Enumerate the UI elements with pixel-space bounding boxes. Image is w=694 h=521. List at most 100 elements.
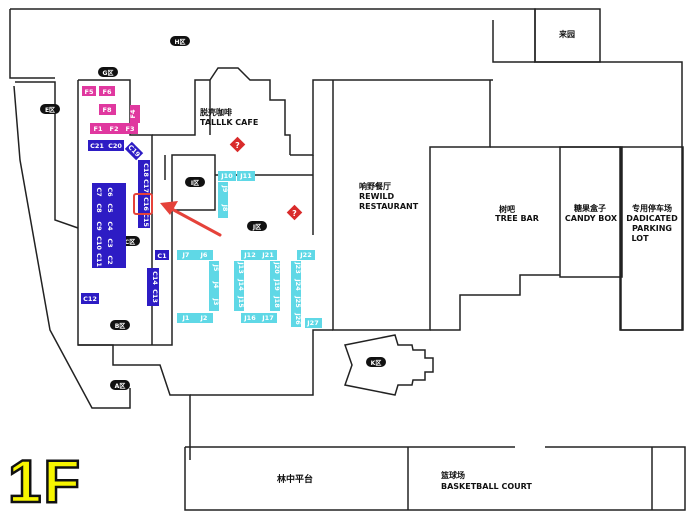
booths-f: F5 F6 F8 F4 F1 F2 F3 [82,86,140,134]
booth-j26-label[interactable]: J26 [294,312,302,325]
booth-j15-label[interactable]: J15 [237,295,245,308]
booth-j27-label: J27 [306,319,318,327]
booth-c12[interactable] [81,293,99,304]
booth-f4[interactable] [130,105,140,123]
booth-c4-label[interactable]: C4 [106,221,114,231]
booth-j7[interactable] [177,250,195,260]
restaurant-name-cn: 响野餐厅 [359,181,391,191]
zone-a-marker[interactable]: A区 [110,380,130,390]
booth-j3-label[interactable]: J3 [212,298,220,306]
booth-c3-label[interactable]: C3 [106,238,114,247]
zone-b-marker[interactable]: B区 [110,320,130,330]
booth-f1-label: F1 [94,125,103,133]
zone-e-label: E区 [45,106,55,114]
booth-f6-label: F6 [103,88,112,96]
booth-j27[interactable] [305,318,322,328]
zone-e-marker[interactable]: E区 [40,104,60,114]
booth-j5-label[interactable]: J5 [212,264,220,272]
booth-j22[interactable] [297,250,315,260]
booth-j17[interactable] [259,313,277,323]
zone-markers: H区 G区 E区 I区 C区 J区 B区 A区 [40,36,386,390]
booth-j16[interactable] [241,313,259,323]
zone-g-marker[interactable]: G区 [98,67,118,77]
booth-f3-label: F3 [126,125,135,133]
booth-c5-label[interactable]: C5 [106,203,114,213]
zone-h-marker[interactable]: H区 [170,36,190,46]
booth-j24-label[interactable]: J24 [294,278,302,291]
parking-name-en-2: PARKING [632,224,672,233]
booth-j8-label[interactable]: J8 [221,204,229,212]
zone-h-label: H区 [174,38,185,46]
booth-c14-label[interactable]: C14 [151,271,159,285]
info-markers: ? ? [229,136,303,221]
booth-f5[interactable] [82,86,96,96]
floor-indicator: 1F [7,448,83,515]
booth-f3[interactable] [122,123,138,134]
booth-f1[interactable] [90,123,106,134]
booth-c12-label: C12 [83,295,97,303]
booth-c16-highlight [133,193,153,215]
booth-c9-label[interactable]: C9 [95,221,103,231]
restaurant-name-en-1: REWILD [359,192,395,201]
booth-c13-label[interactable]: C13 [151,289,159,303]
booth-c8-label[interactable]: C8 [95,203,103,213]
booth-j12[interactable] [241,250,259,260]
booth-j9-label[interactable]: J9 [221,185,229,193]
booth-j18-label[interactable]: J18 [273,295,281,308]
booth-c21-label: C21 [90,142,104,150]
booth-j21[interactable] [259,250,277,260]
booth-f8[interactable] [99,104,116,115]
zone-i-label: I区 [191,179,199,187]
zone-k-label: K区 [371,359,382,367]
booth-c16-label[interactable]: C16 [142,197,150,211]
booth-c10-label[interactable]: C10 [95,236,103,250]
booth-c6-label[interactable]: C6 [106,187,114,197]
question-mark-icon: ? [292,209,297,218]
booth-j10[interactable] [218,171,236,181]
parking-name-en-1: DADICATED [626,214,678,223]
booth-c17-label[interactable]: C17 [142,179,150,193]
booth-j23-label[interactable]: J23 [294,261,302,273]
booth-j6-label: J6 [200,251,208,259]
booth-c19-label: C19 [126,143,142,159]
booth-c1[interactable] [155,250,169,260]
booth-j1-label: J1 [182,314,190,322]
booth-c19[interactable] [124,141,144,161]
booth-j6[interactable] [195,250,213,260]
booth-c15-label[interactable]: C15 [142,213,150,227]
restaurant-name-en-2: RESTAURANT [359,202,419,211]
booth-j10-label: J10 [220,172,233,180]
question-marker-1[interactable]: ? [229,136,246,153]
booth-j7-label: J7 [182,251,190,259]
zone-j-marker[interactable]: J区 [247,221,267,231]
zone-j-label: J区 [252,223,261,231]
booth-j14-label[interactable]: J14 [237,278,245,291]
booth-f2[interactable] [106,123,122,134]
booth-j16-label: J16 [243,314,256,322]
zone-i-marker[interactable]: I区 [185,177,205,187]
booths-j: J10 J11 J9 J8 J7 J6 J5 J4 J3 J1 J2 J12 J… [177,171,322,328]
booth-j13-label[interactable]: J13 [237,261,245,273]
booth-f5-label: F5 [85,88,94,96]
booth-c2-label[interactable]: C2 [106,255,114,264]
booth-c21[interactable] [88,140,106,151]
booth-j11[interactable] [237,171,255,181]
booth-j1[interactable] [177,313,195,323]
zone-k-marker[interactable]: K区 [366,357,386,367]
booth-j4-label[interactable]: J4 [212,281,220,289]
booth-column-j18-j20 [270,261,280,311]
zone-g-label: G区 [103,69,114,77]
zone-a-label: A区 [115,382,126,390]
booth-j20-label[interactable]: J20 [273,261,281,274]
booth-c7-label[interactable]: C7 [95,187,103,196]
booth-f6[interactable] [99,86,115,96]
booth-j25-label[interactable]: J25 [294,295,302,308]
question-marker-2[interactable]: ? [286,204,303,221]
booth-c11-label[interactable]: C11 [95,253,103,267]
booth-c18-label[interactable]: C18 [142,163,150,177]
booth-j19-label[interactable]: J19 [273,278,281,291]
booth-j2-label: J2 [200,314,208,322]
basketball-court-name-cn: 篮球场 [440,470,465,480]
booth-c20[interactable] [106,140,124,151]
booth-j2[interactable] [195,313,213,323]
